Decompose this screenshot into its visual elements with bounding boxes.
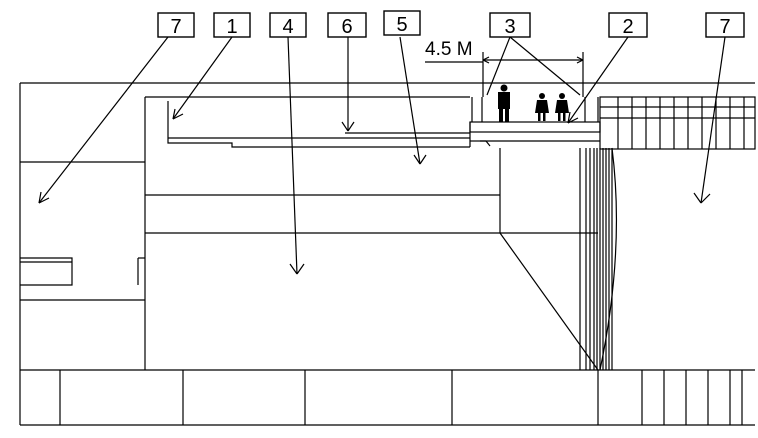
callout-label-7-right: 7 (719, 16, 730, 38)
callout-label-3: 3 (504, 16, 515, 38)
person-figure-woman-2 (555, 93, 569, 121)
dimension-label: 4.5 M (425, 39, 473, 60)
callout-label-6: 6 (341, 16, 352, 38)
callout-label-7-left: 7 (170, 16, 181, 38)
callout-box-2: 2 (608, 12, 648, 38)
callout-label-5: 5 (396, 14, 407, 36)
callout-box-7-right: 7 (705, 12, 745, 38)
callout-box-7-left: 7 (157, 12, 195, 38)
person-figure-man (498, 84, 510, 122)
callout-box-4: 4 (269, 12, 307, 38)
dimension-4-5m (425, 52, 584, 97)
callout-box-5: 5 (383, 10, 421, 36)
callout-box-3: 3 (489, 12, 531, 38)
person-figure-woman-1 (535, 93, 549, 121)
callout-label-4: 4 (282, 16, 293, 38)
callout-box-6: 6 (327, 12, 367, 38)
callout-label-2: 2 (622, 16, 633, 38)
callout-label-1: 1 (226, 16, 237, 38)
callout-box-1: 1 (213, 12, 251, 38)
callout-leaders (38, 36, 726, 275)
structure (19, 82, 756, 426)
